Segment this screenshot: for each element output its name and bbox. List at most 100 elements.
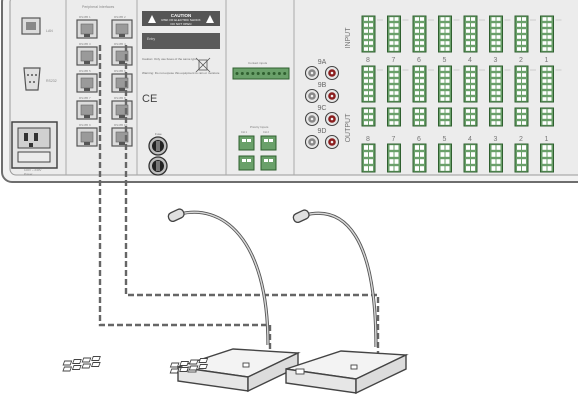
paging-microphone-1[interactable]: [62, 208, 301, 393]
output-terminal[interactable]: [540, 107, 554, 127]
input-terminal[interactable]: [540, 65, 554, 103]
rs485-port-label: RS485 6: [114, 69, 126, 73]
rca-label: 9B: [318, 82, 327, 89]
rca-jack-white[interactable]: [304, 65, 320, 81]
caution-title: CAUTION: [171, 13, 192, 18]
output-terminal[interactable]: [412, 107, 427, 127]
input-terminal[interactable]: [412, 15, 427, 53]
rs485-cables: [98, 45, 380, 355]
mic-base-side: [355, 353, 407, 395]
input-terminal[interactable]: [438, 65, 452, 103]
contact-pin: [235, 72, 239, 75]
fuse-holder-2[interactable]: [148, 156, 168, 176]
weee-bin-icon: [195, 57, 211, 73]
rs485-port-label: RS485 1: [79, 15, 91, 19]
output-terminal[interactable]: [412, 143, 427, 173]
output-terminal[interactable]: [387, 107, 401, 127]
rs485-port[interactable]: [111, 73, 133, 93]
output-terminal[interactable]: [514, 143, 529, 173]
mic-key-button[interactable]: [71, 365, 82, 370]
label-section: CAUTION RISK OF ELECTRIC SHOCK DO NOT OP…: [142, 11, 220, 176]
mic-key-button[interactable]: [72, 359, 82, 364]
input-terminal[interactable]: [361, 15, 376, 53]
mic-key-button[interactable]: [81, 357, 92, 363]
input-terminal[interactable]: [387, 65, 401, 103]
rs485-port[interactable]: [76, 100, 98, 120]
output-terminal[interactable]: [387, 143, 401, 173]
input-terminal[interactable]: [387, 15, 401, 53]
mic-key-button[interactable]: [81, 363, 92, 369]
rs485-port-label: RS485 7: [79, 96, 91, 100]
priority-terminal-1[interactable]: [238, 135, 255, 151]
mic-key-button[interactable]: [62, 366, 73, 372]
priority-terminal-2[interactable]: [260, 135, 277, 151]
rs485-port[interactable]: [76, 19, 98, 39]
output-terminal[interactable]: [540, 143, 554, 173]
mic-key-button[interactable]: [188, 365, 199, 371]
mic-key-button[interactable]: [179, 361, 190, 366]
rs485-port[interactable]: [76, 73, 98, 93]
talk-button[interactable]: [295, 368, 305, 375]
rca-jack-white[interactable]: [304, 111, 320, 127]
input-terminal[interactable]: [514, 15, 529, 53]
input-terminal[interactable]: [463, 15, 478, 53]
mic-key-button[interactable]: [198, 358, 209, 363]
contact-pin: [246, 72, 250, 75]
input-terminal[interactable]: [361, 65, 376, 103]
rs485-port[interactable]: [111, 19, 133, 39]
power-inlet[interactable]: [11, 121, 58, 169]
output-terminal[interactable]: [489, 107, 503, 127]
rs485-port[interactable]: [111, 46, 133, 66]
mic-key-button[interactable]: [198, 364, 208, 369]
rca-jack-white[interactable]: [304, 88, 320, 104]
mic-key-button[interactable]: [179, 367, 189, 372]
input-terminal[interactable]: [540, 15, 554, 53]
input-terminal[interactable]: [489, 15, 503, 53]
rca-jack-red[interactable]: [324, 88, 340, 104]
mic-key-button[interactable]: [62, 360, 73, 366]
input-terminal[interactable]: [489, 65, 503, 103]
rca-jack-white[interactable]: [304, 134, 320, 150]
contact-inputs-terminal[interactable]: [232, 67, 290, 80]
rs485-port[interactable]: [76, 127, 98, 147]
mic-key-button[interactable]: [188, 359, 199, 365]
output-terminal[interactable]: [438, 107, 452, 127]
lan-port[interactable]: [21, 17, 41, 35]
paging-microphone-2[interactable]: [169, 209, 409, 395]
mic-key-button[interactable]: [91, 356, 101, 361]
input-terminal[interactable]: [514, 65, 529, 103]
warning-triangle-icon: [206, 15, 214, 23]
rs485-port-label: RS485 8: [114, 96, 126, 100]
input-terminal[interactable]: [438, 15, 452, 53]
rca-jack-red[interactable]: [324, 111, 340, 127]
mic-key-button[interactable]: [169, 368, 180, 374]
serial-port[interactable]: [23, 67, 41, 91]
mic-indicator: [242, 362, 250, 368]
input-terminal[interactable]: [412, 65, 427, 103]
output-terminal[interactable]: [463, 143, 478, 173]
priority-terminal-4[interactable]: [260, 155, 277, 171]
output-terminal[interactable]: [463, 107, 478, 127]
output-terminal[interactable]: [361, 107, 376, 127]
priority-ch2-label: CH 2: [263, 130, 269, 134]
output-terminal[interactable]: [489, 143, 503, 173]
output-terminal[interactable]: [514, 107, 529, 127]
rca-jack-red[interactable]: [324, 65, 340, 81]
rca-jack-red[interactable]: [324, 134, 340, 150]
rs485-port[interactable]: [111, 100, 133, 120]
ce-mark: CE: [142, 93, 157, 105]
mic-key-button[interactable]: [90, 362, 101, 367]
fuse-holder-1[interactable]: [148, 136, 168, 156]
rs485-port[interactable]: [111, 127, 133, 147]
rs485-port[interactable]: [76, 46, 98, 66]
input-terminal[interactable]: [463, 65, 478, 103]
priority-terminal-3[interactable]: [238, 155, 255, 171]
output-terminal[interactable]: [361, 143, 376, 173]
output-terminal[interactable]: [438, 143, 452, 173]
mic-key-button[interactable]: [169, 362, 180, 368]
output-channel-number: 3: [494, 136, 498, 143]
input-channel-number: 4: [468, 57, 472, 64]
rs485-port-label: RS485 3: [79, 42, 91, 46]
